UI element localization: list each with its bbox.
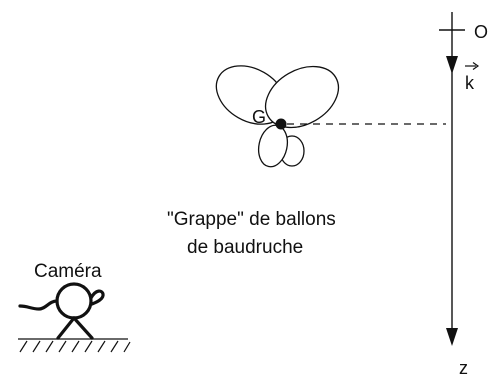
vector-arrow-icon	[465, 62, 480, 70]
camera-figure: Caméra	[18, 261, 131, 353]
ground-hatch	[18, 338, 131, 353]
unit-vector-label: k	[465, 73, 475, 93]
z-axis-label: z	[459, 358, 468, 378]
balloon-cluster	[215, 65, 340, 168]
origin-label: O	[474, 22, 488, 42]
center-of-mass-dot	[275, 118, 287, 130]
center-of-mass-label: G	[252, 107, 266, 127]
z-axis: O k z	[439, 12, 488, 378]
balloon-right	[264, 65, 340, 129]
camera-icon	[18, 282, 105, 340]
camera-label: Caméra	[34, 261, 102, 282]
unit-vector-arrowhead	[446, 56, 458, 74]
balloon-caption-line-1: "Grappe" de ballons	[167, 209, 336, 230]
center-of-mass: G	[252, 107, 446, 130]
balloon-caption-line-2: de baudruche	[187, 237, 303, 258]
z-axis-arrowhead	[446, 328, 458, 346]
